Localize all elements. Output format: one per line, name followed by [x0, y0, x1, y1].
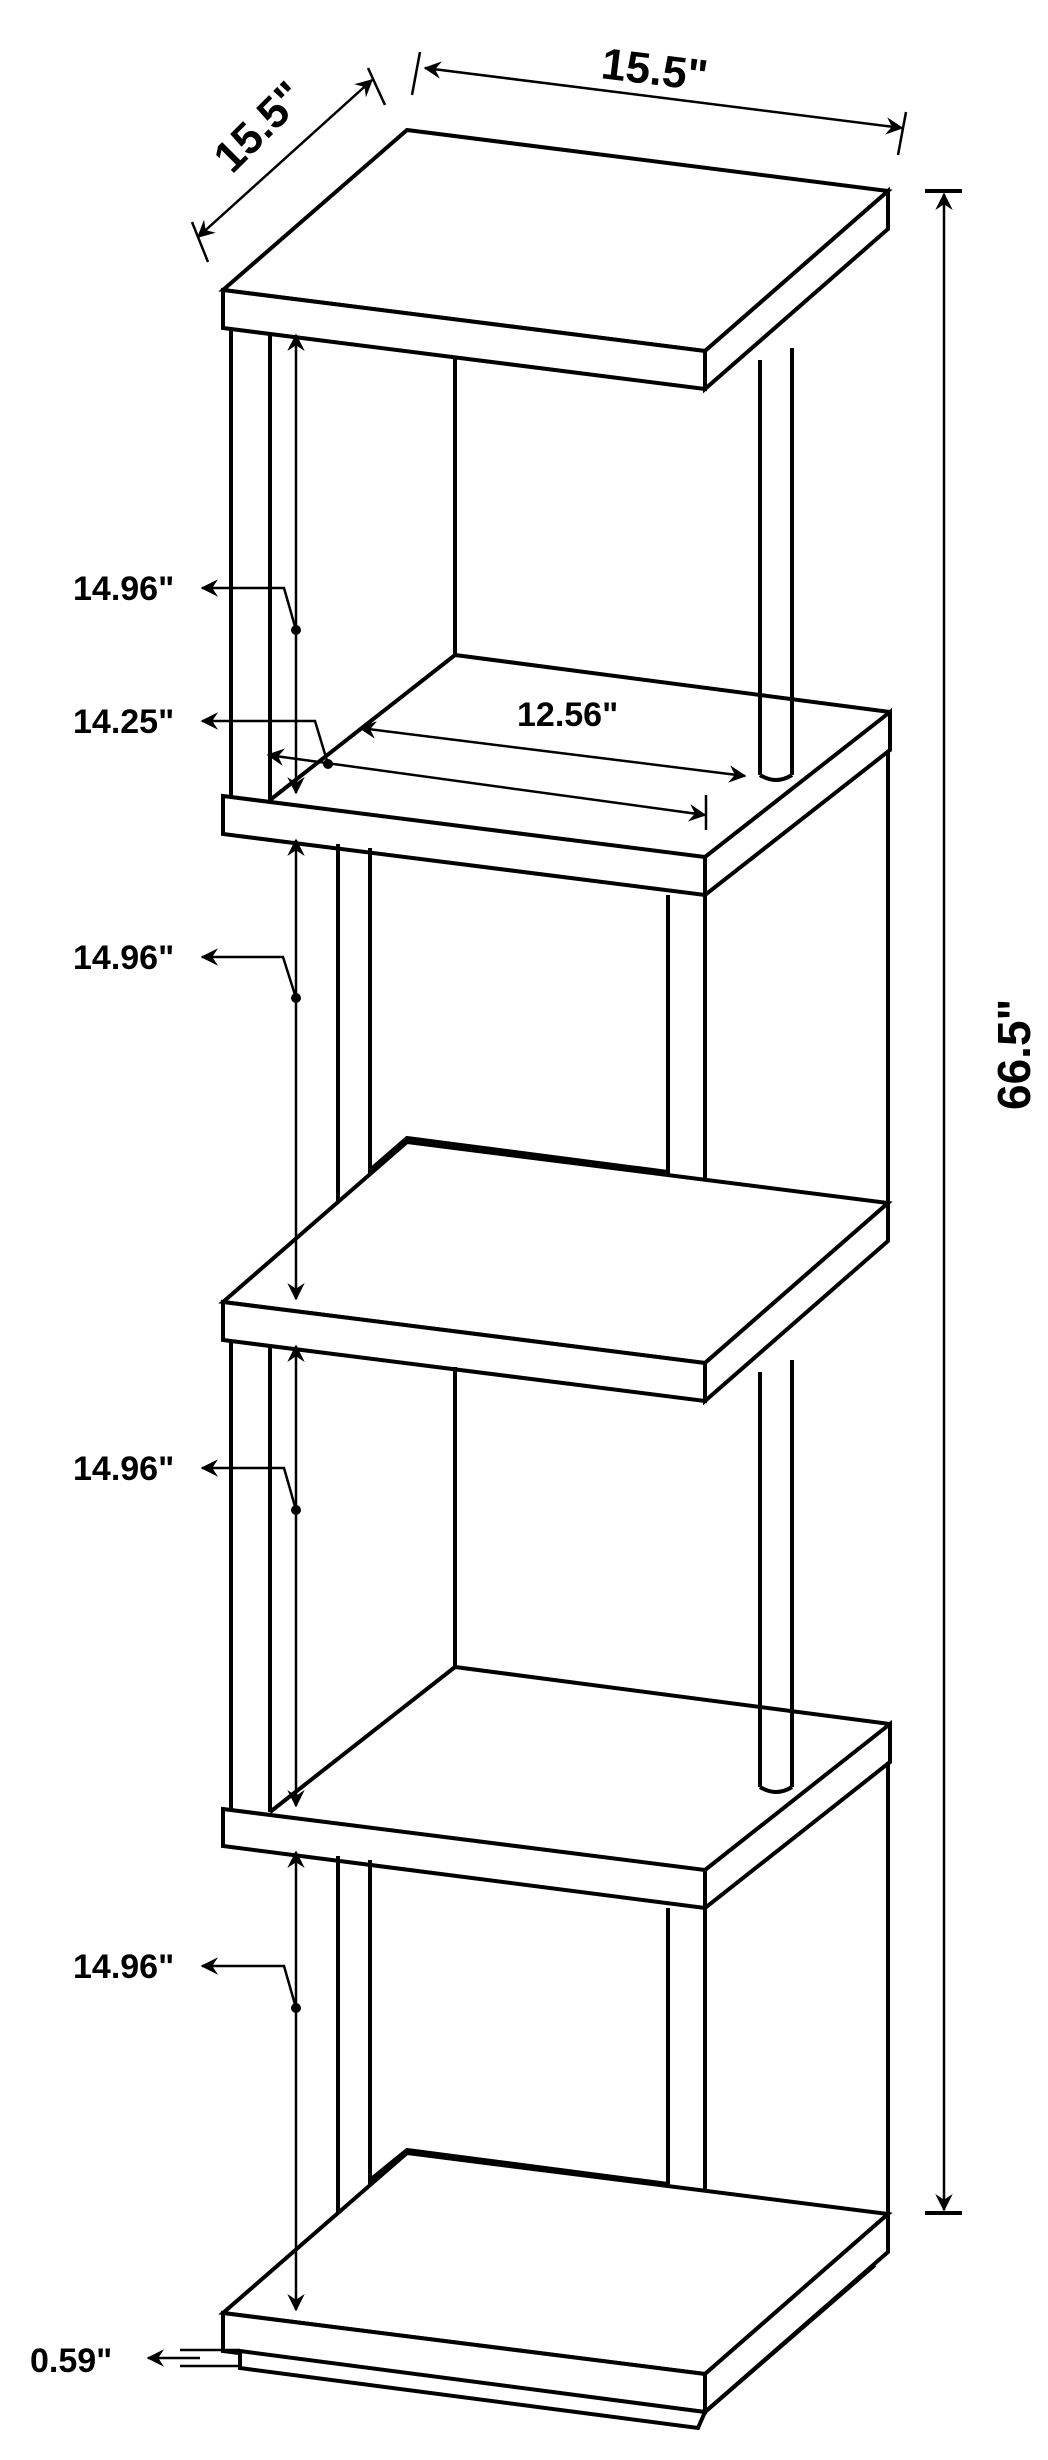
tier-4-height-label: 14.96"	[73, 1948, 174, 1986]
inner-depth-label: 14.25"	[73, 703, 174, 741]
shelf-4	[221, 1719, 892, 2374]
dim-tier-1: 14.96"	[73, 333, 305, 795]
tier-1	[229, 330, 891, 810]
dim-overall-height: 66.5"	[925, 189, 1040, 2215]
dim-base-height: 0.59"	[30, 2342, 240, 2380]
dim-tier-4: 14.96"	[73, 1850, 305, 2312]
tier-1-height-label: 14.96"	[73, 570, 174, 608]
shelf-3	[218, 1139, 893, 1822]
dim-inner-depth: 14.25"	[73, 703, 708, 830]
overall-height-label: 66.5"	[988, 999, 1040, 1110]
top-shelf	[218, 127, 893, 394]
dim-top-width: 15.5"	[410, 39, 908, 156]
base-plinth	[218, 2150, 893, 2431]
dim-tier-2: 14.96"	[73, 838, 305, 1301]
dim-inner-width: 12.56"	[358, 696, 747, 783]
base-height-label: 0.59"	[30, 2342, 112, 2380]
inner-width-label: 12.56"	[517, 696, 618, 734]
top-depth-label: 15.5"	[204, 72, 314, 182]
tier-3-height-label: 14.96"	[73, 1450, 174, 1488]
dim-tier-3: 14.96"	[73, 1344, 305, 1808]
tier-2-height-label: 14.96"	[73, 939, 174, 977]
